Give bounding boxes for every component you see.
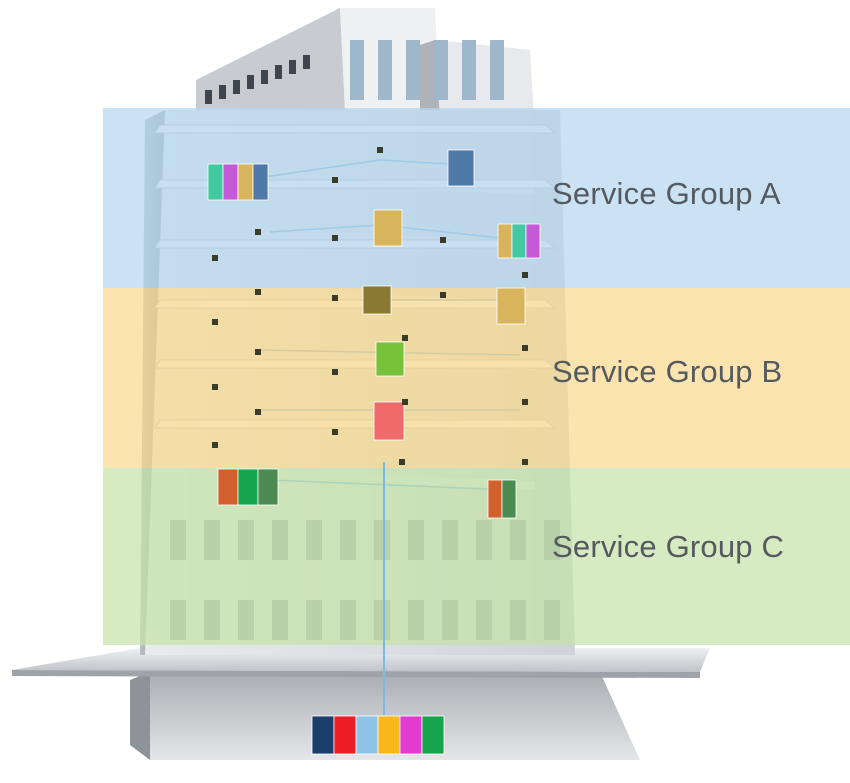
server-module bbox=[375, 341, 405, 377]
service-group-b-band bbox=[103, 288, 850, 468]
server-module bbox=[496, 287, 526, 325]
network-node bbox=[522, 272, 528, 278]
network-node bbox=[332, 235, 338, 241]
server-module bbox=[487, 479, 503, 519]
server-module bbox=[373, 401, 405, 441]
network-node bbox=[212, 384, 218, 390]
network-node bbox=[332, 369, 338, 375]
network-node bbox=[332, 295, 338, 301]
network-node bbox=[255, 349, 261, 355]
service-group-b-label: Service Group B bbox=[552, 354, 783, 389]
window bbox=[303, 55, 310, 69]
server-module bbox=[257, 468, 279, 506]
network-node bbox=[522, 345, 528, 351]
window bbox=[275, 65, 282, 79]
server-module bbox=[373, 209, 403, 247]
network-nodes bbox=[212, 147, 528, 465]
network-node bbox=[212, 442, 218, 448]
network-node bbox=[212, 255, 218, 261]
window bbox=[289, 60, 296, 74]
server-module bbox=[237, 468, 259, 506]
network-node bbox=[440, 237, 446, 243]
server-module bbox=[333, 715, 357, 755]
server-module bbox=[252, 163, 269, 201]
network-node bbox=[402, 399, 408, 405]
server-module bbox=[447, 149, 475, 187]
network-node bbox=[332, 429, 338, 435]
window bbox=[247, 75, 254, 89]
window bbox=[462, 40, 476, 100]
network-node bbox=[522, 459, 528, 465]
server-module bbox=[511, 223, 527, 259]
window bbox=[233, 80, 240, 94]
network-node bbox=[377, 147, 383, 153]
network-node bbox=[402, 335, 408, 341]
service-group-a-label: Service Group A bbox=[552, 176, 781, 211]
server-module bbox=[525, 223, 541, 259]
network-node bbox=[440, 292, 446, 298]
server-module bbox=[362, 285, 392, 315]
server-module bbox=[421, 715, 445, 755]
network-node bbox=[255, 289, 261, 295]
window bbox=[261, 70, 268, 84]
network-node bbox=[522, 399, 528, 405]
window bbox=[406, 40, 420, 100]
server-modules bbox=[207, 149, 541, 755]
server-module bbox=[217, 468, 239, 506]
window bbox=[219, 85, 226, 99]
server-module bbox=[311, 715, 335, 755]
server-module bbox=[497, 223, 513, 259]
window bbox=[350, 40, 364, 100]
network-node bbox=[212, 319, 218, 325]
server-module bbox=[237, 163, 254, 201]
server-module bbox=[355, 715, 379, 755]
service-group-c-label: Service Group C bbox=[552, 529, 785, 564]
network-node bbox=[399, 459, 405, 465]
window bbox=[205, 90, 212, 104]
window bbox=[490, 40, 504, 100]
network-node bbox=[332, 177, 338, 183]
window bbox=[378, 40, 392, 100]
server-module bbox=[222, 163, 239, 201]
network-node bbox=[255, 409, 261, 415]
network-node bbox=[255, 229, 261, 235]
server-module bbox=[207, 163, 224, 201]
window bbox=[434, 40, 448, 100]
server-module bbox=[501, 479, 517, 519]
server-module bbox=[377, 715, 401, 755]
server-module bbox=[399, 715, 423, 755]
